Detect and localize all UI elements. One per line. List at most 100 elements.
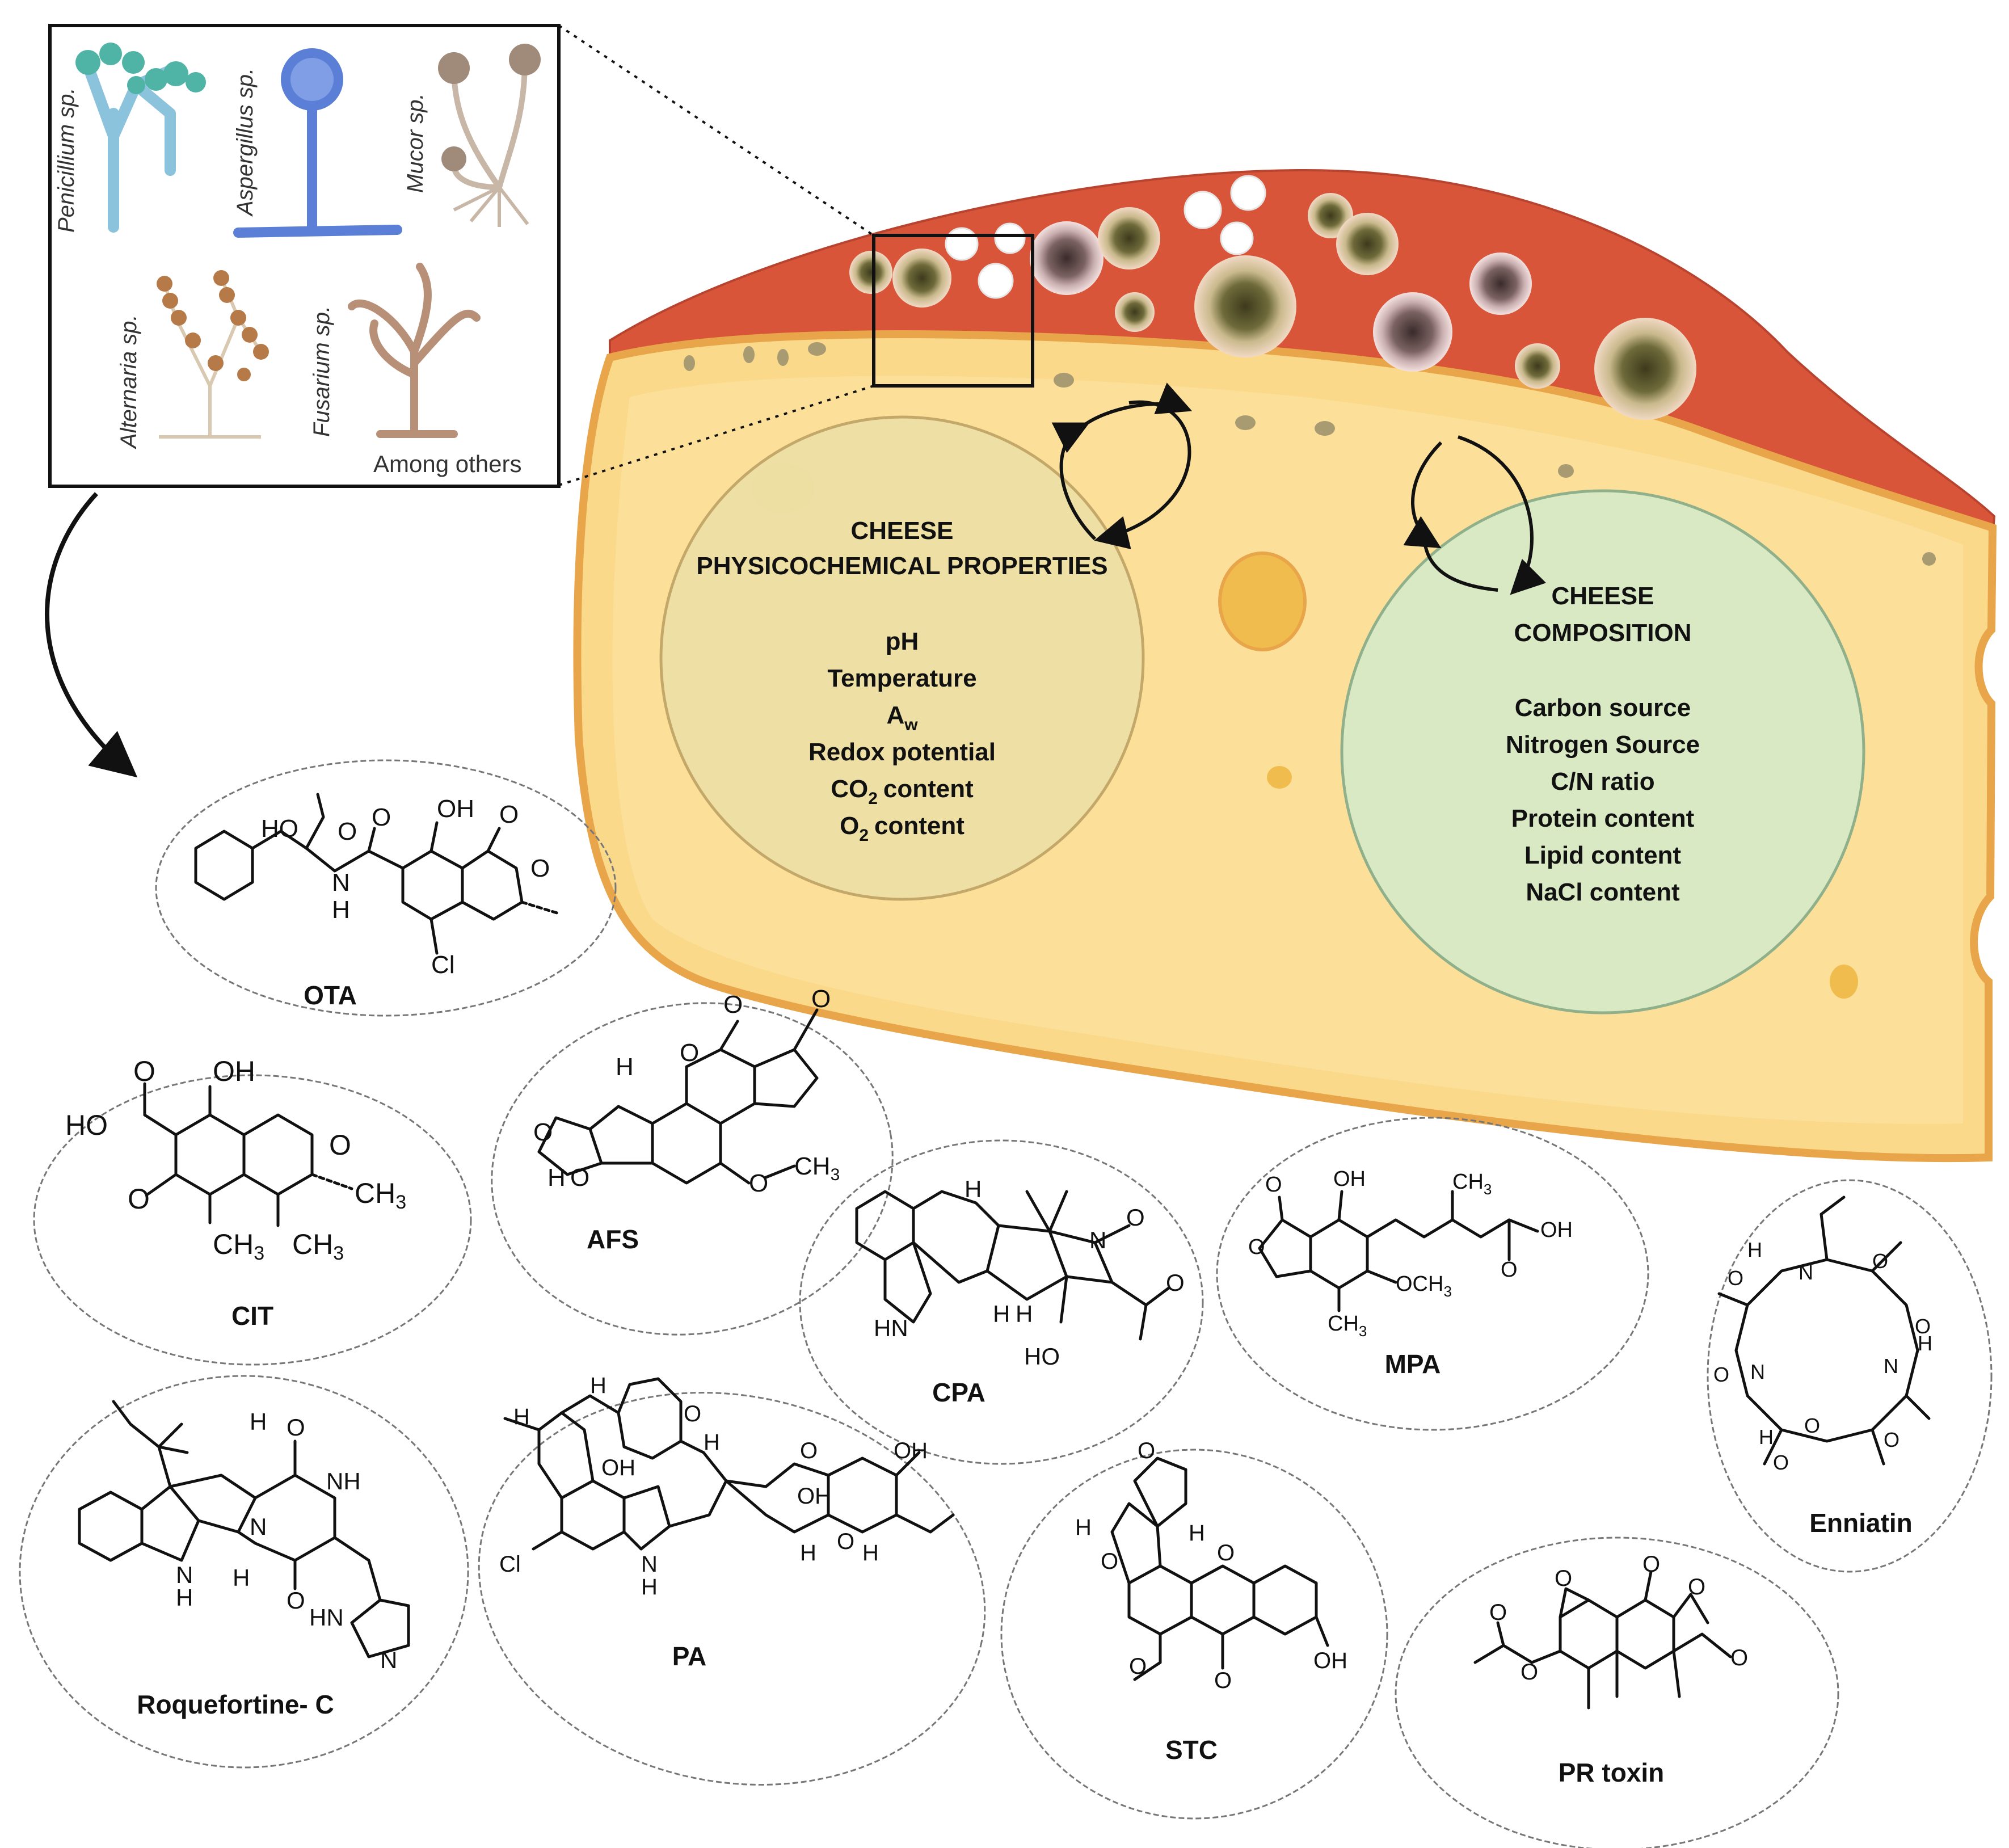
atom-label: Cl <box>499 1552 521 1577</box>
alternaria-illustration <box>157 270 269 439</box>
atom-label: O <box>1555 1566 1572 1591</box>
atom-label: HO <box>1024 1343 1060 1370</box>
mould-colony <box>1098 207 1160 270</box>
toxin-name-cpa: CPA <box>932 1378 985 1407</box>
atom-label: O <box>1214 1668 1232 1693</box>
atom-label: O <box>1713 1363 1729 1386</box>
structure-roquefortine: H O NH N O N H H HN N Roquefortine- C <box>78 1400 410 1719</box>
atom-label: H <box>332 896 350 924</box>
physicochemical-title-2: PHYSICOCHEMICAL PROPERTIES <box>696 552 1107 580</box>
physicochemical-item-redox: Redox potential <box>808 738 996 766</box>
mould-colony <box>1373 292 1452 372</box>
toxin-name-stc: STC <box>1165 1735 1218 1765</box>
atom-label: O <box>533 1118 553 1146</box>
atom-label: O <box>1489 1600 1507 1625</box>
cheese-hole <box>1830 965 1858 999</box>
atom-label: H <box>1747 1238 1762 1261</box>
physicochemical-title-1: CHEESE <box>851 517 954 545</box>
structure-enniatin: H N O O O N H N O H O O O Enniatin <box>1713 1195 1932 1538</box>
atom-label: N <box>1750 1360 1765 1383</box>
physicochemical-item-temperature: Temperature <box>827 664 976 692</box>
white-colony <box>978 263 1014 299</box>
composition-item-nacl: NaCl content <box>1526 878 1680 906</box>
atom-label: O <box>1101 1549 1118 1574</box>
atom-label: O <box>1872 1249 1888 1273</box>
zoom-box <box>872 234 1034 388</box>
structure-stc: O H H O O O O OH STC <box>1075 1438 1347 1765</box>
droplet <box>1922 552 1936 566</box>
atom-label: O <box>1129 1654 1147 1679</box>
composition-item-lipid: Lipid content <box>1524 841 1682 869</box>
atom-label: H <box>641 1575 658 1599</box>
toxin-name-ota: OTA <box>304 980 357 1010</box>
genus-label-aspergillus: Aspergillus sp. <box>233 68 258 217</box>
mould-colony <box>1336 213 1399 275</box>
mould-colony <box>1515 343 1560 389</box>
toxin-name-pr-toxin: PR toxin <box>1559 1758 1665 1787</box>
cheese-hole <box>1267 766 1292 789</box>
structure-cpa: H N O O HN H H HO CPA <box>855 1176 1185 1407</box>
white-colonies <box>945 175 1266 299</box>
composition-item-protein: Protein content <box>1511 805 1695 832</box>
structure-cit: O HO OH O O CH3 CH3 CH3 CIT <box>65 1055 406 1331</box>
penicillium-illustration <box>75 43 206 233</box>
atom-label: O <box>1138 1438 1155 1463</box>
ellipse-stc <box>1000 1449 1388 1820</box>
ellipse-cit <box>33 1074 472 1366</box>
zoom-line-bottom <box>558 385 874 486</box>
atom-label: OH <box>797 1484 831 1509</box>
atom-label: O <box>372 803 391 831</box>
atom-label: CH3 <box>794 1152 840 1184</box>
physicochemical-item-aw: Aw <box>886 701 918 734</box>
atom-label: O <box>1501 1258 1518 1282</box>
fungi-panel: Penicillium sp. Aspergillus sp. Mucor sp… <box>48 24 561 488</box>
atom-label: O <box>811 985 831 1013</box>
atom-label: OH <box>437 795 474 823</box>
droplet <box>1315 421 1335 436</box>
genus-label-alternaria: Alternaria sp. <box>116 314 141 449</box>
atom-label: O <box>684 1401 701 1426</box>
atom-label: O <box>1166 1269 1185 1296</box>
atom-label: O <box>1248 1235 1265 1259</box>
droplet <box>1558 464 1574 478</box>
mould-colony <box>1115 292 1155 332</box>
aspergillus-illustration <box>233 48 402 238</box>
atom-label: Cl <box>431 951 455 979</box>
composition-item-cn-ratio: C/N ratio <box>1551 768 1654 795</box>
droplet <box>684 355 695 371</box>
atom-label: O <box>837 1529 854 1554</box>
fusarium-illustration <box>348 263 481 438</box>
atom-label: OH <box>894 1438 928 1463</box>
atom-label: H <box>862 1540 879 1565</box>
atom-label: O <box>1688 1575 1705 1599</box>
atom-label: O <box>499 801 519 828</box>
curved-arrow <box>44 492 138 778</box>
atom-label: N <box>332 869 350 896</box>
atom-label: N <box>176 1561 193 1588</box>
composition-title-2: COMPOSITION <box>1514 619 1692 647</box>
atom-label: N <box>380 1647 397 1673</box>
atom-label: O <box>1217 1540 1235 1565</box>
atom-label: O <box>1265 1173 1282 1197</box>
atom-label: CH3 <box>355 1177 406 1213</box>
mould-colony <box>1194 255 1296 357</box>
atom-label: CH3 <box>292 1228 344 1264</box>
atom-label: O <box>1730 1645 1748 1670</box>
mould-colony <box>892 249 951 308</box>
atom-label: H <box>704 1430 720 1455</box>
atom-label: H <box>993 1300 1010 1327</box>
structure-afs: O O O H O O H O CH3 AFS <box>533 985 840 1254</box>
atom-label: H <box>176 1584 193 1611</box>
zoom-line-top <box>558 24 875 237</box>
mould-colonies <box>849 193 1696 420</box>
atom-label: H <box>1075 1515 1092 1540</box>
atom-label: OH <box>1540 1218 1573 1242</box>
droplet <box>1054 373 1074 388</box>
composition-circle <box>1340 489 1865 1014</box>
atom-label: O <box>128 1183 150 1215</box>
atom-label: O <box>133 1055 155 1087</box>
composition-title-1: CHEESE <box>1552 582 1654 610</box>
structure-mpa: O O OH CH3 OH O OCH3 CH3 MPA <box>1248 1167 1573 1379</box>
atom-label: O <box>1884 1428 1900 1451</box>
